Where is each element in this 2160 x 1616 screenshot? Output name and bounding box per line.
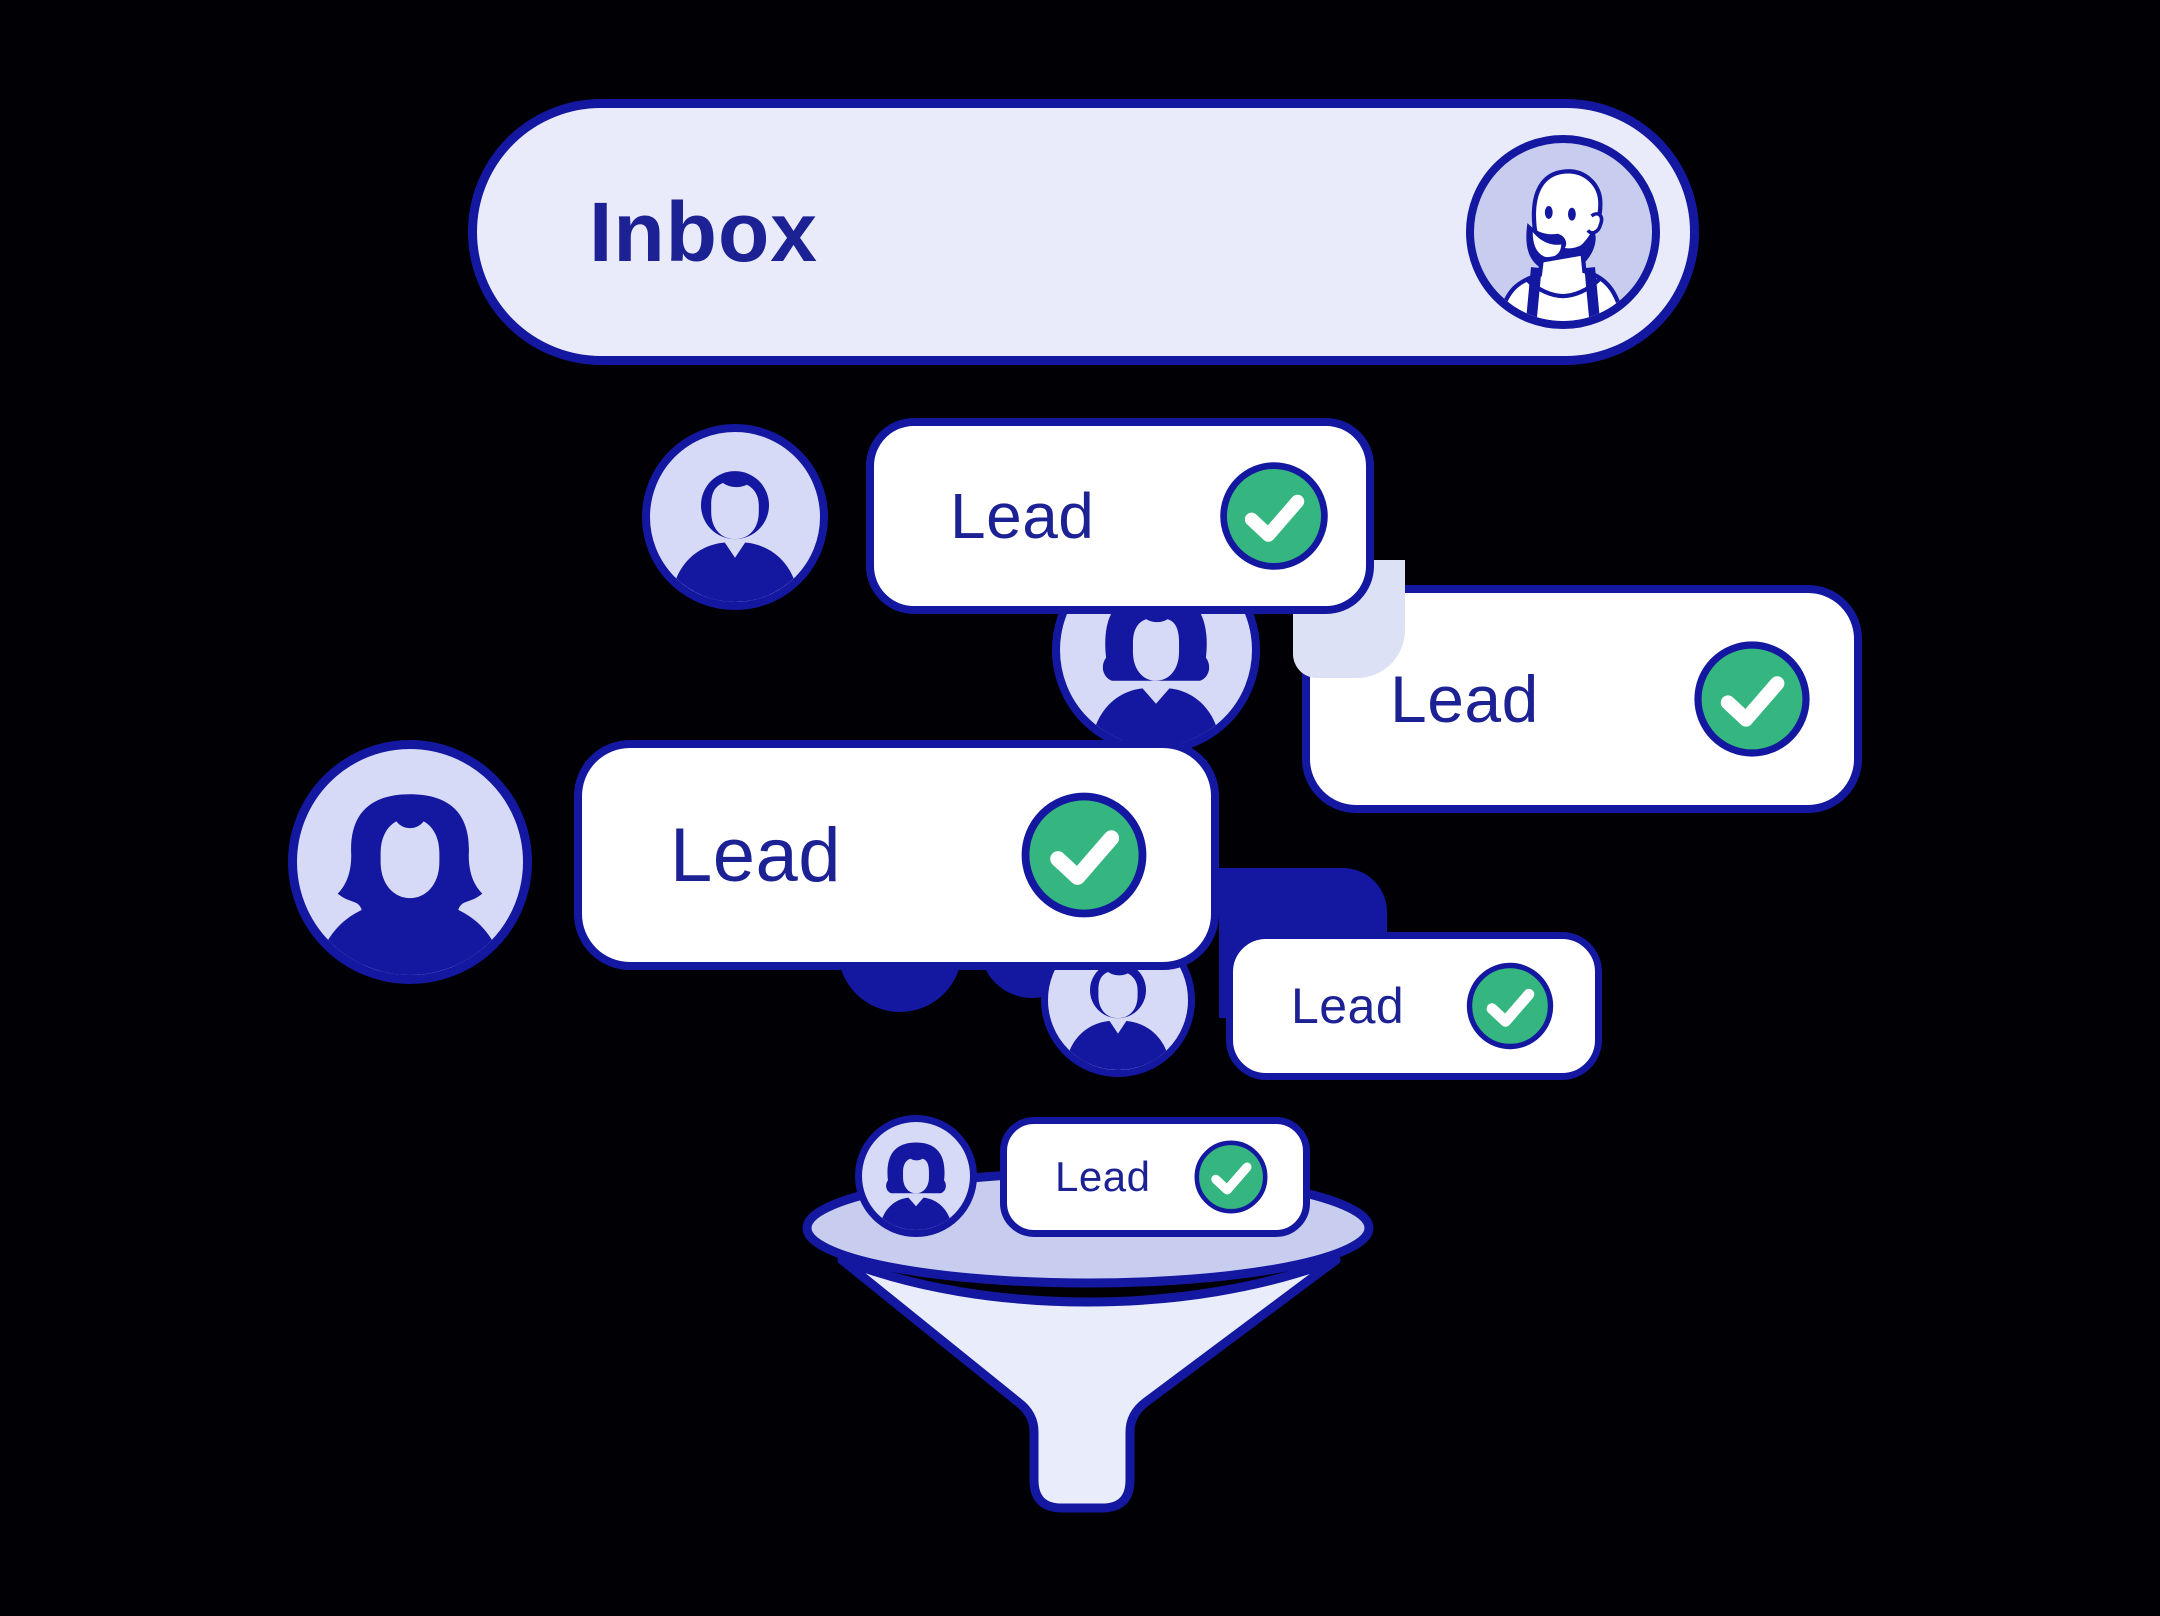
lead-label: Lead <box>1055 1153 1151 1200</box>
lead-avatar-woman-long <box>288 740 532 984</box>
person-icon <box>670 471 800 602</box>
lead-avatar-man <box>642 424 828 610</box>
check-icon <box>1218 460 1330 572</box>
check-icon <box>1465 961 1555 1051</box>
lead-label: Lead <box>1390 662 1539 736</box>
person-icon <box>315 794 505 975</box>
lead-avatar-woman-small <box>855 1115 977 1237</box>
check-icon <box>1019 790 1149 920</box>
person-icon <box>1064 962 1172 1070</box>
lead-card[interactable]: Lead <box>574 740 1219 970</box>
lead-label: Lead <box>670 812 842 898</box>
lead-label: Lead <box>1291 978 1405 1034</box>
bearded-man-avatar-icon <box>1497 169 1626 321</box>
person-icon <box>879 1142 953 1230</box>
lead-card[interactable]: Lead <box>1000 1117 1310 1237</box>
check-icon <box>1193 1139 1269 1215</box>
lead-card[interactable]: Lead <box>866 418 1374 614</box>
user-avatar[interactable] <box>1466 135 1660 329</box>
inbox-header[interactable]: Inbox <box>468 99 1699 365</box>
lead-label: Lead <box>950 480 1095 552</box>
lead-card[interactable]: Lead <box>1226 932 1602 1080</box>
check-icon <box>1692 639 1812 759</box>
inbox-title: Inbox <box>589 184 818 279</box>
